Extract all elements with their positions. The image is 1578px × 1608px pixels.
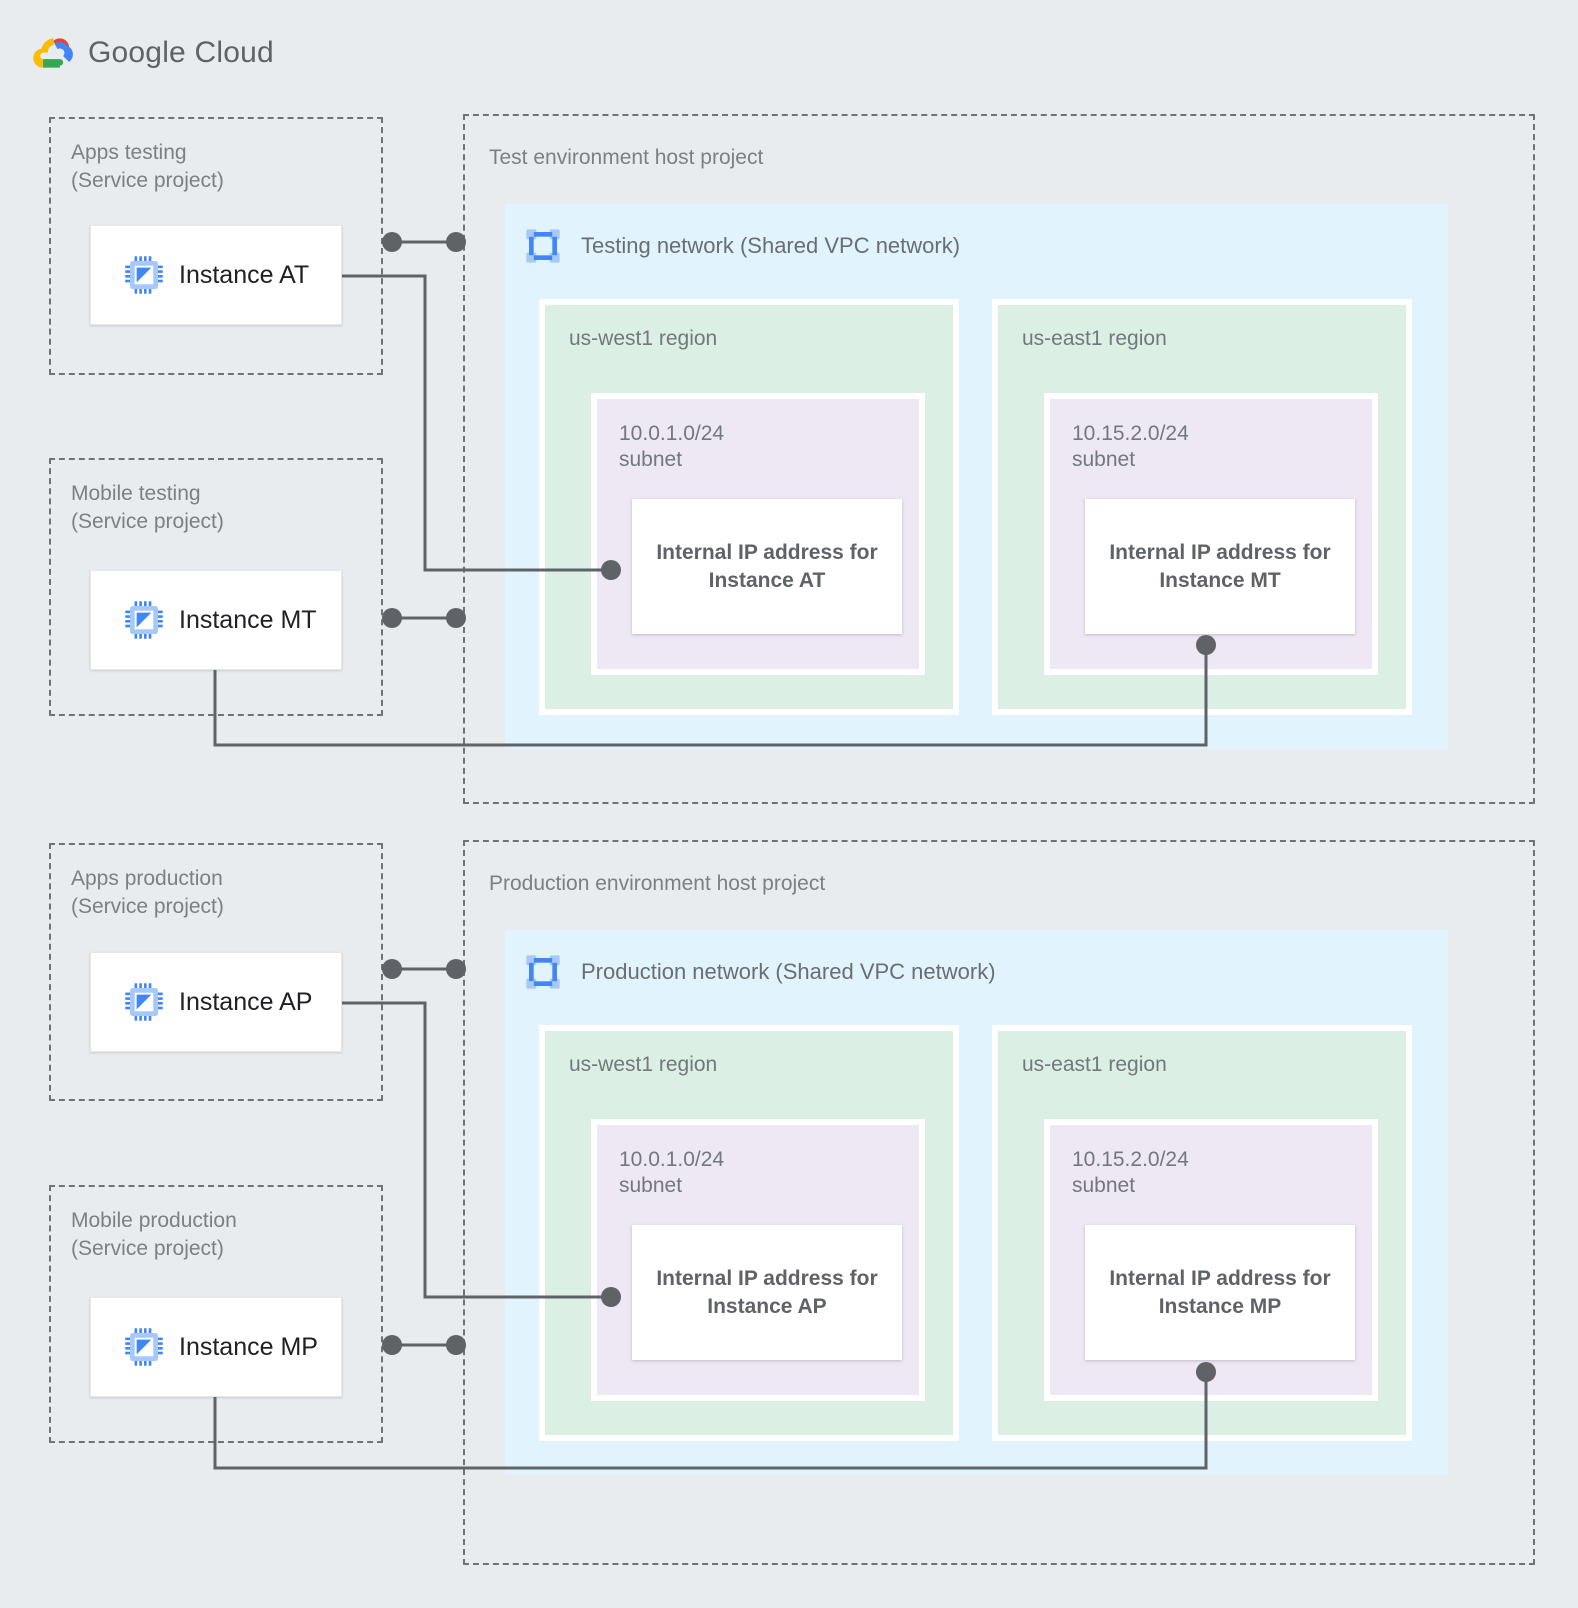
compute-instance-icon <box>125 256 163 294</box>
region-test-us-west1: us-west1 region 10.0.1.0/24 subnet Inter… <box>539 299 959 715</box>
ip-box-instance-at: Internal IP address for Instance AT <box>632 499 902 634</box>
network-header: Testing network (Shared VPC network) <box>523 226 960 266</box>
host-project-label: Test environment host project <box>489 146 764 169</box>
network-testing: Testing network (Shared VPC network) us-… <box>505 204 1448 749</box>
subnet-prod-us-east1: 10.15.2.0/24 subnet Internal IP address … <box>1044 1119 1378 1401</box>
compute-instance-icon <box>125 601 163 639</box>
service-project-label: Apps production (Service project) <box>71 867 224 918</box>
brand-google: Google <box>88 36 186 69</box>
subnet-test-us-east1: 10.15.2.0/24 subnet Internal IP address … <box>1044 393 1378 675</box>
subnet-label: 10.0.1.0/24 subnet <box>619 422 725 471</box>
ip-box-instance-mp: Internal IP address for Instance MP <box>1085 1225 1355 1360</box>
region-label: us-west1 region <box>569 327 718 350</box>
google-cloud-brand: Google Cloud <box>30 33 274 73</box>
ip-box-instance-ap: Internal IP address for Instance AP <box>632 1225 902 1360</box>
google-cloud-logo-icon <box>33 38 73 68</box>
region-label: us-east1 region <box>1022 1053 1167 1076</box>
subnet-label: 10.0.1.0/24 subnet <box>619 1148 725 1197</box>
connector-mobile-production-to-prod-host <box>382 1335 466 1355</box>
region-test-us-east1: us-east1 region 10.15.2.0/24 subnet Inte… <box>992 299 1412 715</box>
network-production: Production network (Shared VPC network) … <box>505 930 1448 1475</box>
network-title: Testing network (Shared VPC network) <box>581 233 961 258</box>
instance-card-instance-ap[interactable]: Instance AP <box>90 952 342 1052</box>
host-project-test: Test environment host project <box>463 114 1535 804</box>
region-label: us-east1 region <box>1022 327 1167 350</box>
instance-label: Instance MP <box>179 1332 318 1361</box>
ip-box-instance-mt: Internal IP address for Instance MT <box>1085 499 1355 634</box>
subnet-label: 10.15.2.0/24 subnet <box>1072 422 1189 471</box>
instance-label: Instance AP <box>179 987 313 1016</box>
service-project-label: Apps testing (Service project) <box>71 141 224 192</box>
instance-card-instance-mp[interactable]: Instance MP <box>90 1297 342 1397</box>
network-header: Production network (Shared VPC network) <box>523 952 996 992</box>
instance-card-instance-mt[interactable]: Instance MT <box>90 570 342 670</box>
instance-card-instance-at[interactable]: Instance AT <box>90 225 342 325</box>
instance-label: Instance AT <box>179 260 310 289</box>
compute-instance-icon <box>125 983 163 1021</box>
region-prod-us-east1: us-east1 region 10.15.2.0/24 subnet Inte… <box>992 1025 1412 1441</box>
region-prod-us-west1: us-west1 region 10.0.1.0/24 subnet Inter… <box>539 1025 959 1441</box>
region-label: us-west1 region <box>569 1053 718 1076</box>
network-title: Production network (Shared VPC network) <box>581 959 996 984</box>
subnet-prod-us-west1: 10.0.1.0/24 subnet Internal IP address f… <box>591 1119 925 1401</box>
connector-apps-testing-to-test-host <box>382 232 466 252</box>
vpc-network-icon <box>526 229 560 263</box>
subnet-label: 10.15.2.0/24 subnet <box>1072 1148 1189 1197</box>
brand-cloud: Cloud <box>194 36 274 69</box>
vpc-network-icon <box>526 955 560 989</box>
connector-mobile-testing-to-test-host <box>382 608 466 628</box>
brand-wordmark: Google Cloud <box>88 36 274 70</box>
connector-apps-production-to-prod-host <box>382 959 466 979</box>
instance-label: Instance MT <box>179 605 317 634</box>
service-project-apps-testing: Apps testing (Service project) <box>49 117 383 375</box>
service-project-label: Mobile testing (Service project) <box>71 482 224 533</box>
compute-instance-icon <box>125 1328 163 1366</box>
host-project-label: Production environment host project <box>489 872 826 895</box>
subnet-test-us-west1: 10.0.1.0/24 subnet Internal IP address f… <box>591 393 925 675</box>
service-project-label: Mobile production (Service project) <box>71 1209 237 1260</box>
